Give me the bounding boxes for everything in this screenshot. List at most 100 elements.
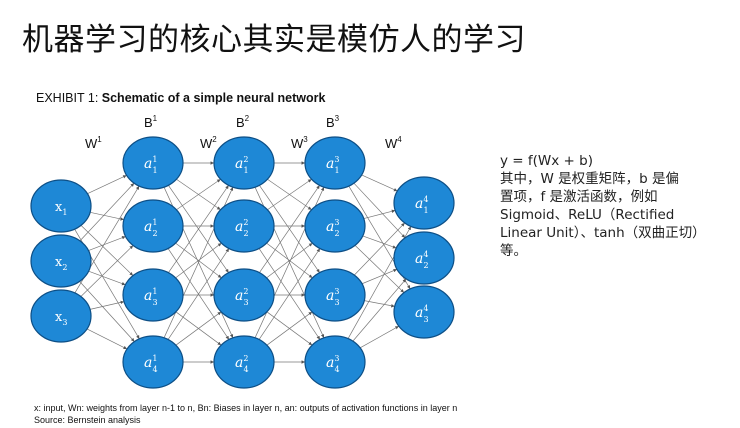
connection-edge [259, 185, 320, 273]
connection-edge [167, 248, 230, 340]
connection-edge [90, 211, 124, 221]
description-line: 置项，f 是激活函数，例如 [500, 189, 658, 205]
description-line: Linear Unit）、tanh（双曲正切） [500, 225, 706, 241]
connection-edge [80, 245, 134, 297]
neuron-circle [393, 231, 455, 285]
connection-edge [354, 245, 405, 293]
neuron-circle [304, 136, 366, 190]
neuron-circle [122, 136, 184, 190]
neuron-label: x1 [55, 200, 67, 217]
footnote-source: Source: Bernstein analysis [34, 415, 141, 425]
neuron-circle [304, 199, 366, 253]
connection-edge [175, 242, 222, 279]
connection-edge [79, 281, 135, 342]
neuron-circle [30, 289, 92, 343]
bias-label: B2 [236, 114, 250, 130]
neuron-circle [213, 268, 275, 322]
connection-edge [267, 178, 312, 211]
neuron-circle [393, 285, 455, 339]
connection-edge [360, 325, 399, 349]
formula-description: y = f(Wx + b) 其中，W 是权重矩阵，b 是偏 置项，f 是激活函数… [500, 152, 732, 260]
connection-edge [86, 328, 128, 350]
connection-edge [266, 311, 313, 346]
neuron-node: x2 [30, 234, 92, 288]
exhibit-caption: EXHIBIT 1: Schematic of a simple neural … [36, 91, 325, 105]
neuron-circle [122, 335, 184, 389]
weight-label: W3 [291, 135, 308, 151]
exhibit-prefix: EXHIBIT 1: [36, 91, 102, 105]
neuron-label: x2 [55, 255, 67, 272]
connection-edge [87, 175, 127, 194]
weight-label: W1 [85, 135, 102, 151]
neuron-circle [304, 335, 366, 389]
connection-edge [353, 182, 406, 239]
connection-edge [354, 222, 405, 276]
connection-edge [80, 225, 134, 276]
neuron-circle [122, 268, 184, 322]
slide-title: 机器学习的核心其实是模仿人的学习 [22, 22, 526, 58]
neuron-node: x1 [30, 179, 92, 233]
connection-edge [89, 300, 125, 310]
bias-label: B3 [326, 114, 340, 130]
connection-edge [363, 209, 396, 219]
neuron-circle [213, 199, 275, 253]
connection-edge [361, 268, 398, 285]
exhibit-title: Schematic of a simple neural network [101, 91, 326, 105]
connection-edge [168, 185, 229, 273]
connection-edge [88, 236, 126, 251]
neuron-node: x3 [30, 289, 92, 343]
connection-edge [364, 300, 395, 308]
neuron-label: x3 [55, 310, 67, 327]
neuron-circle [30, 234, 92, 288]
neuron-circle [122, 199, 184, 253]
neuron-circle [304, 268, 366, 322]
neuron-circle [30, 179, 92, 233]
bias-label: B1 [144, 114, 158, 130]
connection-edge [79, 182, 135, 242]
connection-edge [176, 178, 221, 211]
connection-edge [362, 235, 397, 249]
footnote: x: input, Wn: weights from layer n-1 to … [34, 402, 457, 426]
connection-edge [88, 270, 126, 286]
description-line: Sigmoid、ReLU（Rectified [500, 207, 675, 223]
description-line: 等。 [500, 243, 527, 259]
connection-edge [258, 248, 321, 340]
neuron-circle [213, 136, 275, 190]
connection-edge [175, 311, 222, 346]
connection-edge [361, 174, 398, 192]
description-line: 其中，W 是权重矩阵，b 是偏 [500, 171, 679, 187]
